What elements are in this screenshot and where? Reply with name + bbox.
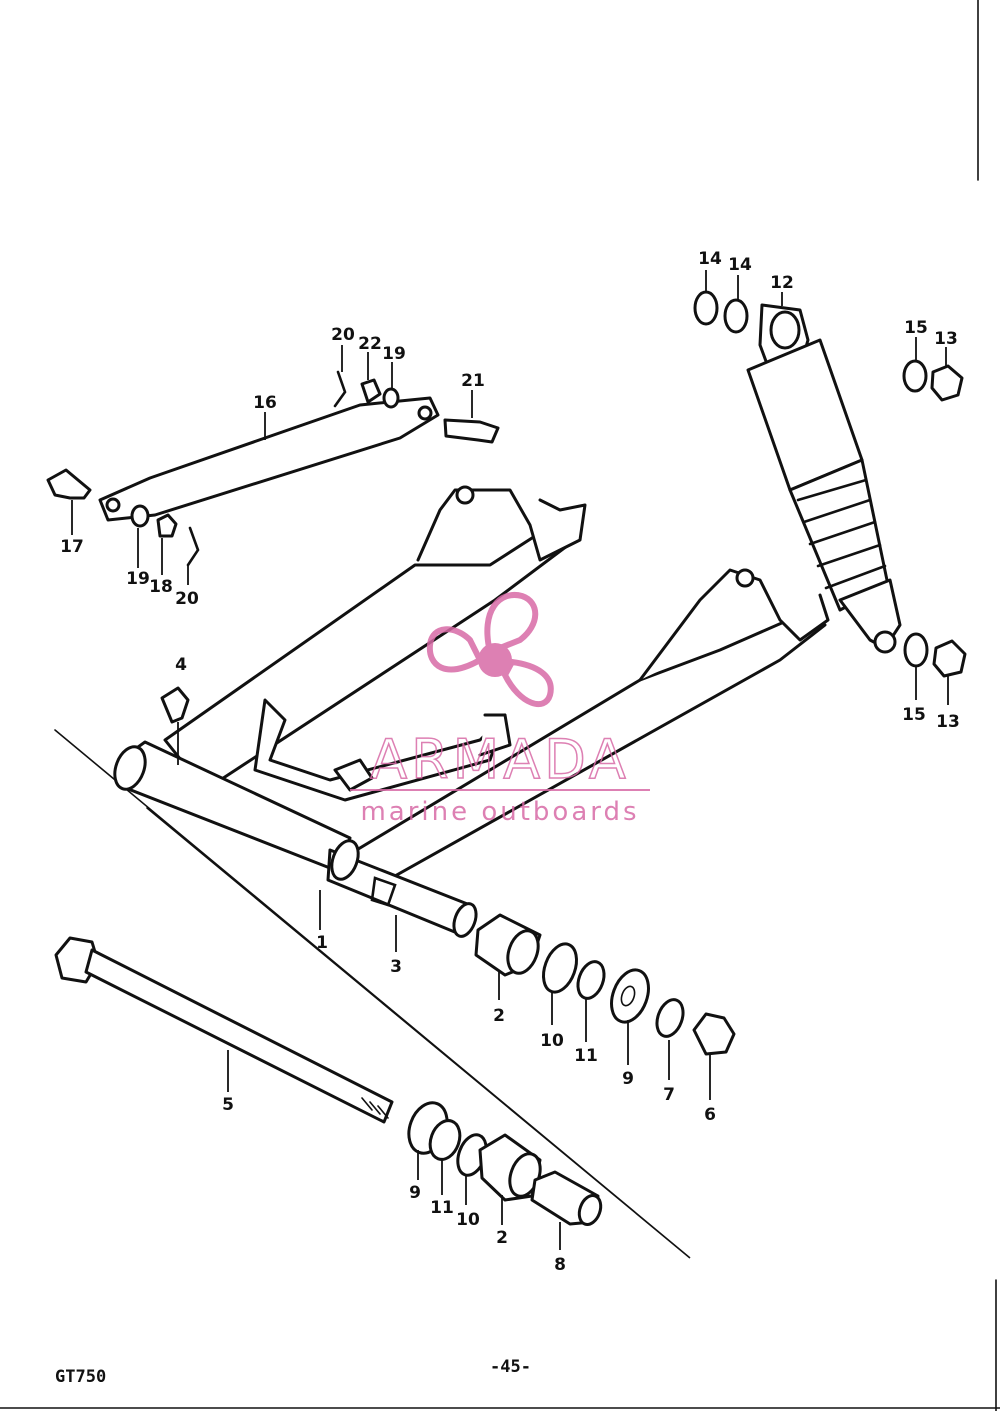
callout-13-lower: 13 (936, 712, 960, 732)
callout-9-upper: 9 (622, 1069, 634, 1089)
callout-4: 4 (175, 655, 187, 675)
callout-2-upper: 2 (493, 1006, 505, 1026)
leader-lines (71, 270, 949, 1250)
callout-10-lower: 10 (456, 1210, 480, 1230)
callout-7: 7 (663, 1085, 675, 1105)
right-torque-link-hardware (333, 370, 500, 444)
upper-pivot-parts (474, 913, 736, 1056)
grease-nipple (160, 686, 190, 765)
callout-9-lower: 9 (409, 1183, 421, 1203)
callout-13-upper: 13 (934, 329, 958, 349)
callout-8: 8 (554, 1255, 566, 1275)
page-number: -45- (490, 1357, 531, 1377)
propeller-logo-icon (426, 591, 554, 708)
bolt-17 (46, 468, 92, 500)
callout-10-upper: 10 (540, 1031, 564, 1051)
callout-18: 18 (149, 577, 173, 597)
shock-mount-hardware (693, 290, 967, 678)
callout-1: 1 (316, 933, 328, 953)
torque-link (98, 396, 440, 522)
left-torque-link-hardware (130, 504, 200, 567)
callout-11-lower: 11 (430, 1198, 454, 1218)
callout-16: 16 (253, 393, 277, 413)
callout-20-left: 20 (175, 589, 199, 609)
callout-11-upper: 11 (574, 1046, 598, 1066)
callout-19-right: 19 (382, 344, 406, 364)
callout-6: 6 (704, 1105, 716, 1125)
callout-21: 21 (461, 371, 485, 391)
callout-5: 5 (222, 1095, 234, 1115)
callout-15-lower: 15 (902, 705, 926, 725)
callout-15-upper: 15 (904, 318, 928, 338)
callout-14-right: 14 (728, 255, 752, 275)
swing-arm (113, 485, 830, 938)
callout-2-lower: 2 (496, 1228, 508, 1248)
callout-19-left: 19 (126, 569, 150, 589)
callout-20-right: 20 (331, 325, 355, 345)
lower-pivot-parts (407, 1101, 603, 1227)
watermark-tagline: marine outboards (360, 797, 639, 827)
pivot-bolt (54, 936, 394, 1124)
shock-absorber (746, 303, 902, 654)
callout-22: 22 (358, 334, 382, 354)
callout-14-left: 14 (698, 249, 722, 269)
callout-3: 3 (390, 957, 402, 977)
watermark: ARMADA marine outboards (350, 591, 650, 827)
callout-labels: 1 3 2 10 11 9 7 6 5 9 11 10 2 8 4 14 14 … (60, 249, 960, 1275)
watermark-brand: ARMADA (370, 728, 630, 791)
callout-17: 17 (60, 537, 84, 557)
section-guide-line (54, 729, 691, 1259)
model-code: GT750 (55, 1367, 106, 1387)
callout-12: 12 (770, 273, 794, 293)
